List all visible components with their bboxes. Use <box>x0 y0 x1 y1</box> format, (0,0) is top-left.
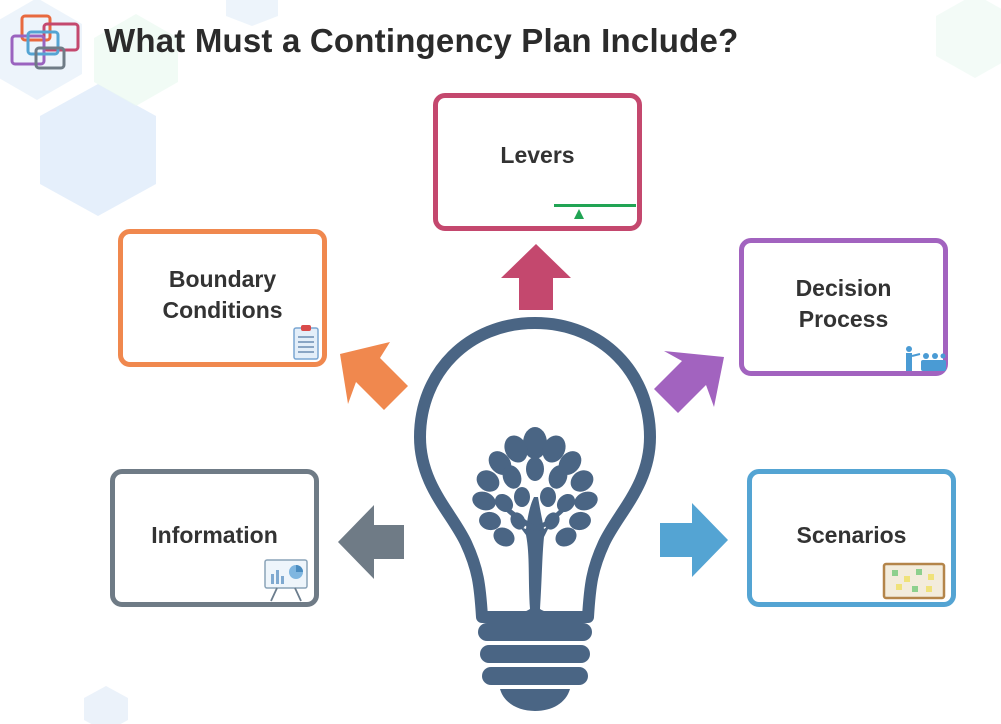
balance-scale-icon <box>554 204 636 219</box>
arrow-up-left <box>340 342 408 410</box>
scenarios-box: Scenarios <box>747 469 956 607</box>
background-hexagon-top <box>226 0 278 26</box>
scenarios-label: Scenarios <box>796 521 907 548</box>
background-hexagon-corner <box>936 0 1001 78</box>
levers-label: Levers <box>500 141 575 168</box>
sticky-notes-board-icon <box>882 562 946 600</box>
arrow-left <box>338 505 404 579</box>
information-label: Information <box>151 521 278 548</box>
arrow-right <box>660 503 728 577</box>
arrow-up <box>501 244 571 310</box>
arrow-up-right <box>654 351 724 413</box>
boundary-conditions-box: Boundary Conditions <box>118 229 327 367</box>
logo-icon <box>10 14 80 70</box>
presentation-board-icon <box>264 559 308 602</box>
decision-process-label: Decision Process <box>795 275 892 332</box>
bulb-base <box>478 623 592 711</box>
clipboard-icon <box>293 325 319 360</box>
background-hexagon-mid <box>94 14 178 106</box>
tree <box>472 427 598 617</box>
background-hexagon-bottom <box>84 686 128 724</box>
page-title: What Must a Contingency Plan Include? <box>104 22 739 59</box>
lightbulb-tree-icon <box>414 317 656 711</box>
levers-box: Levers <box>433 93 642 231</box>
boundary-conditions-label: Boundary Conditions <box>162 266 283 323</box>
information-box: Information <box>110 469 319 607</box>
meeting-presenter-icon <box>906 346 946 371</box>
background-hexagon-large <box>40 84 156 216</box>
decision-process-box: Decision Process <box>739 238 948 376</box>
